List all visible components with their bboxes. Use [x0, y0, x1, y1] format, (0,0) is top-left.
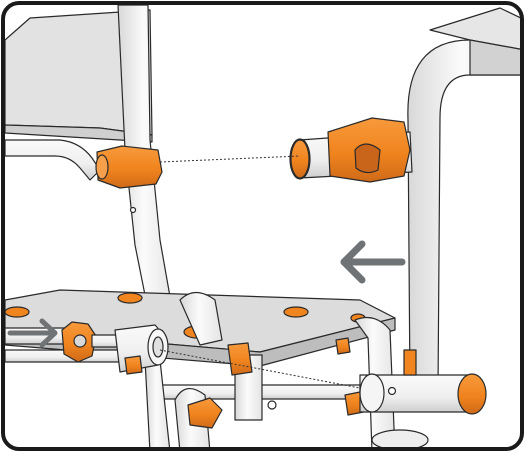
assembly-arrow-large: [340, 240, 406, 284]
armrest-tube-right: [407, 39, 522, 391]
orange-end-cap: [457, 373, 487, 415]
orange-clamp-left: [96, 145, 163, 189]
guide-line-top: [159, 155, 301, 163]
assembly-arrow-small: [7, 318, 58, 348]
guide-line-bottom: [159, 349, 361, 389]
armrest-left: [4, 139, 101, 181]
